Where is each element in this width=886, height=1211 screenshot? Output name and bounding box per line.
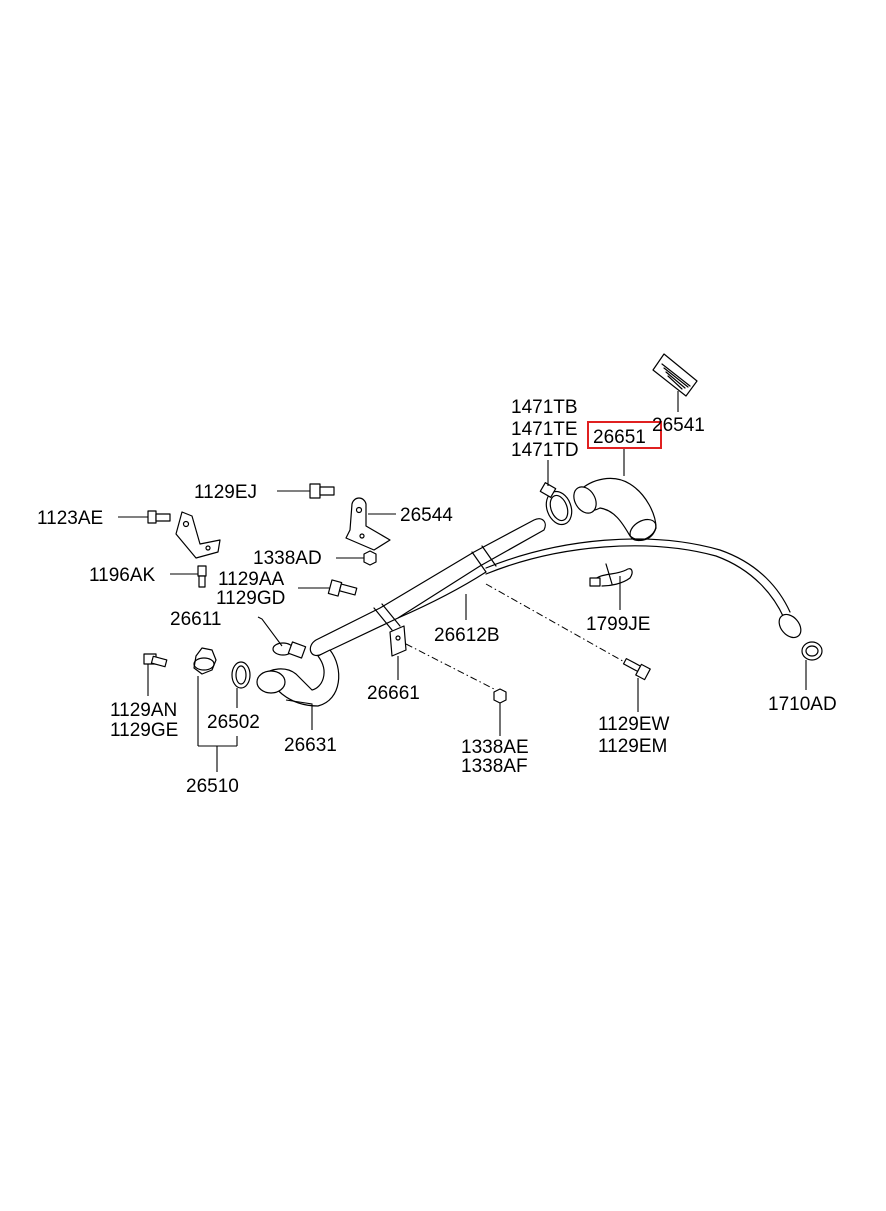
label-1129aa[interactable]: 1129AA xyxy=(218,569,285,590)
bolt-1196ak-part[interactable] xyxy=(170,565,207,588)
wiring-clip-part[interactable] xyxy=(589,563,633,610)
bracket-26661-part[interactable] xyxy=(389,625,407,680)
label-1196ak[interactable]: 1196AK xyxy=(89,565,156,586)
o-ring-26502-part[interactable] xyxy=(231,661,251,689)
label-1799je[interactable]: 1799JE xyxy=(586,614,650,635)
label-1338af[interactable]: 1338AF xyxy=(461,756,528,777)
label-1129ge[interactable]: 1129GE xyxy=(110,720,178,741)
o-ring-26611-part[interactable] xyxy=(257,616,307,659)
label-26541[interactable]: 26541 xyxy=(652,415,705,436)
label-1129ew[interactable]: 1129EW xyxy=(598,714,670,735)
label-26661[interactable]: 26661 xyxy=(367,683,420,704)
bolt-1129ej-part[interactable] xyxy=(277,483,335,499)
label-1471te[interactable]: 1471TE xyxy=(511,419,578,440)
o-ring-1710ad-part[interactable] xyxy=(801,641,823,690)
label-26651[interactable]: 26651 xyxy=(593,427,646,448)
label-26502[interactable]: 26502 xyxy=(207,712,260,733)
dipstick-tube-part[interactable] xyxy=(309,518,546,656)
label-1123ae[interactable]: 1123AE xyxy=(37,508,103,529)
label-1129gd[interactable]: 1129GD xyxy=(216,588,285,609)
label-26611[interactable]: 26611 xyxy=(170,609,221,630)
hose-clamp-part[interactable] xyxy=(539,460,576,528)
label-1129em[interactable]: 1129EM xyxy=(598,736,667,757)
label-1710ad[interactable]: 1710AD xyxy=(768,694,837,715)
group-leader-26510 xyxy=(197,676,238,772)
label-1129an[interactable]: 1129AN xyxy=(110,700,177,721)
label-26631[interactable]: 26631 xyxy=(284,735,337,756)
bolt-1129ew-part[interactable] xyxy=(622,657,651,712)
bolt-1129aa-part[interactable] xyxy=(298,579,358,597)
label-1471tb[interactable]: 1471TB xyxy=(511,397,578,418)
dipstick-guide-part[interactable] xyxy=(397,538,805,642)
filler-neck-part[interactable] xyxy=(256,649,340,730)
elbow-hose-part[interactable] xyxy=(569,449,659,545)
caution-label-part[interactable] xyxy=(652,353,698,412)
label-1471td[interactable]: 1471TD xyxy=(511,440,579,461)
label-26544[interactable]: 26544 xyxy=(400,505,453,526)
nut-1338ae-part[interactable] xyxy=(493,688,507,736)
bracket-26544-part[interactable] xyxy=(345,497,396,551)
label-1338ad[interactable]: 1338AD xyxy=(253,548,322,569)
label-26510[interactable]: 26510 xyxy=(186,776,239,797)
label-1338ae[interactable]: 1338AE xyxy=(461,737,529,758)
nut-1338ad-part[interactable] xyxy=(336,550,377,566)
bolt-1129an-part[interactable] xyxy=(143,653,168,696)
label-26612b[interactable]: 26612B xyxy=(434,625,500,646)
filler-cap-part[interactable] xyxy=(193,647,217,675)
label-1129ej[interactable]: 1129EJ xyxy=(194,482,257,503)
bolt-1123ae-part[interactable] xyxy=(118,510,171,524)
highlight-box-26651 xyxy=(587,421,662,449)
mounting-bracket-part[interactable] xyxy=(175,511,221,559)
